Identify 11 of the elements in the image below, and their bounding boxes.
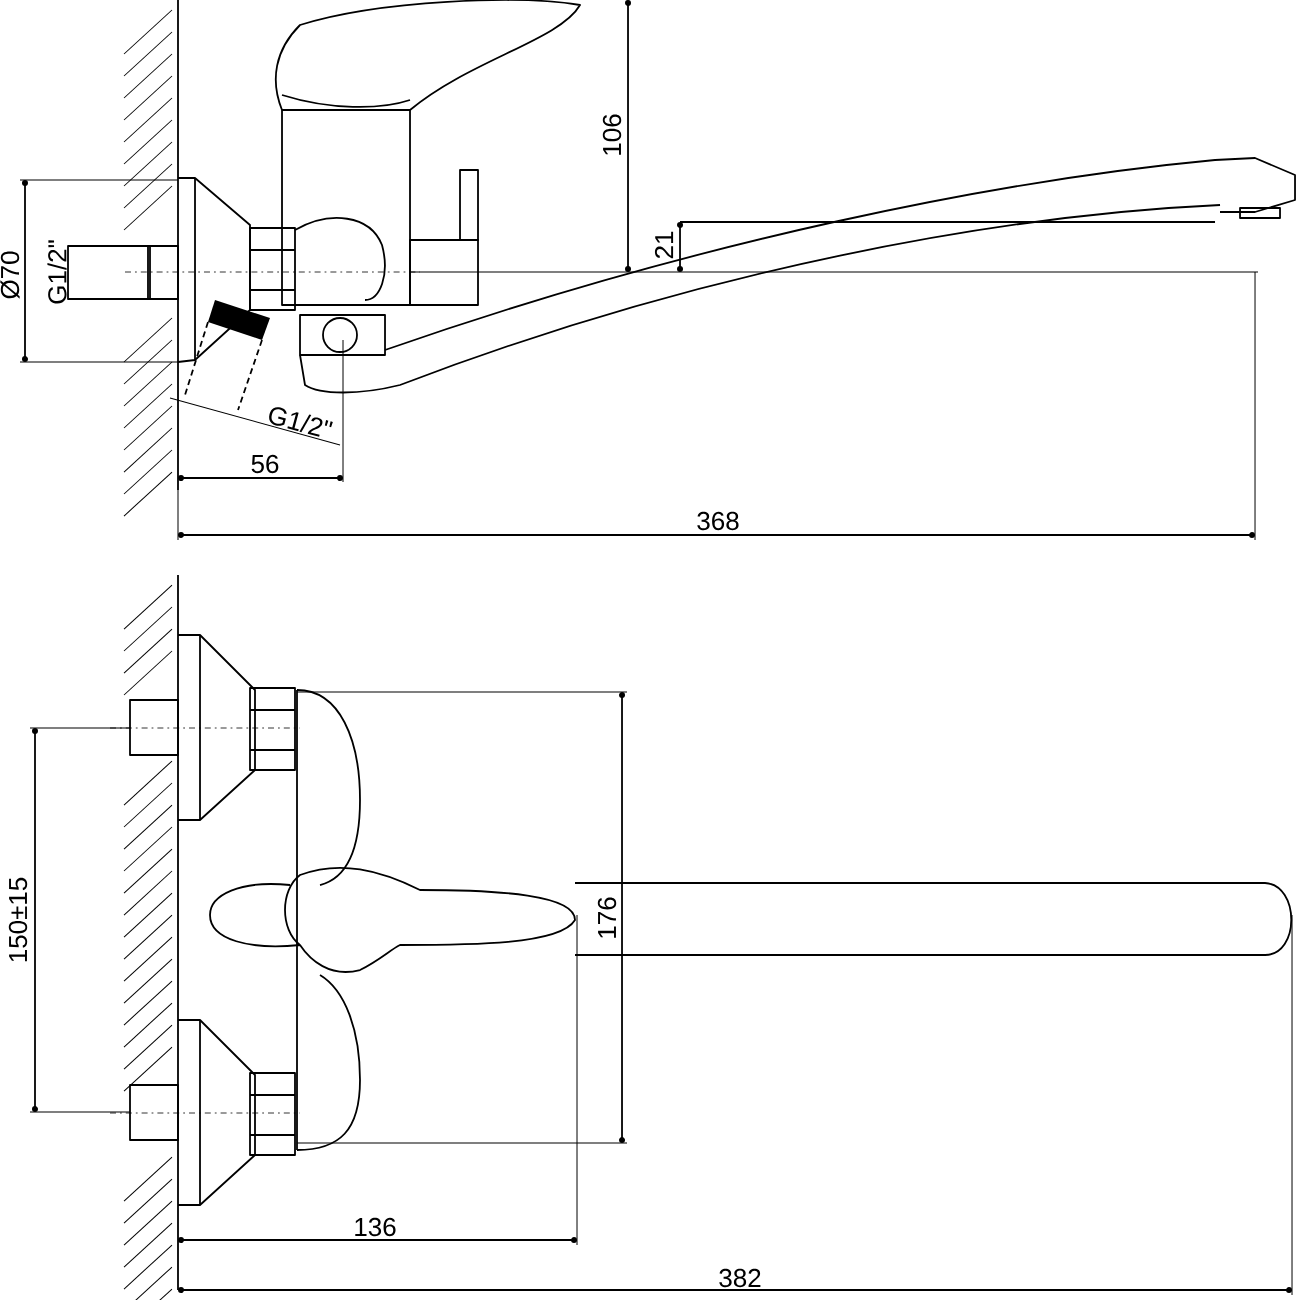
dimension-label: 368 (697, 511, 739, 531)
dimension-label: 136 (355, 1217, 396, 1237)
dimension-label: 176 (597, 897, 617, 938)
dimension-label: Ø70 (0, 251, 20, 299)
dimension-label: G1/2" (269, 407, 333, 437)
dimension-label: G1/2" (47, 240, 67, 304)
dimension-label: 21 (654, 231, 674, 259)
dimension-label: 382 (719, 1268, 761, 1288)
dimension-label: 150±15 (8, 877, 28, 962)
dimension-label: 56 (251, 454, 279, 474)
dimension-label: 106 (602, 114, 622, 155)
